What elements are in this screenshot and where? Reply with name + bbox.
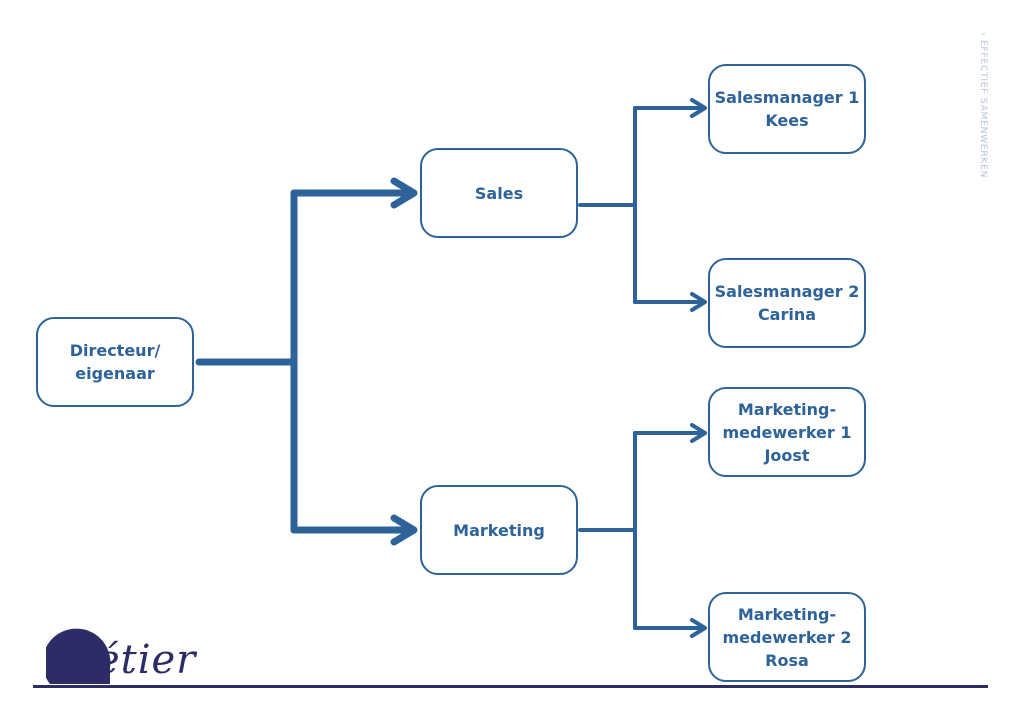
arrowhead-sales [390,177,418,209]
arrowhead-marketing [390,514,418,546]
node-marketing-line-1: Marketing [453,520,545,540]
side-label: › EFFECTIEF SAMENWERKEN [978,32,988,179]
node-director: Directeur/ eigenaar [36,317,194,407]
arrowhead-sm2 [690,292,707,312]
metier-logo-mark [46,628,111,684]
node-marketing-medewerker-2-line-3: Rosa [765,650,809,670]
metier-logo-label: Métier [54,637,197,683]
arrowhead-sm1 [690,98,707,118]
node-director-line-2: eigenaar [75,364,155,383]
node-salesmanager-1: Salesmanager 1 Kees [708,64,866,154]
node-salesmanager-1-line-2: Kees [765,111,809,130]
footer-divider [33,685,988,688]
node-marketing-medewerker-2: Marketing- medewerker 2 Rosa [708,592,866,682]
node-sales: Sales [420,148,578,238]
arrowhead-mw2 [690,618,707,638]
node-salesmanager-2-line-2: Carina [757,305,817,324]
node-marketing-medewerker-2-line-2: medewerker 2 [722,627,852,647]
node-salesmanager-2: Salesmanager 2 Carina [708,258,866,348]
node-director-line-1: Directeur/ [69,341,161,360]
node-marketing: Marketing [420,485,578,575]
metier-logo-text: Métier [54,636,196,684]
arrowhead-mw1 [690,423,707,443]
node-sales-line-1: Sales [474,183,524,203]
node-marketing-medewerker-1-line-1: Marketing- [737,399,837,419]
node-salesmanager-2-line-1: Salesmanager 2 [714,282,860,301]
node-marketing-medewerker-1: Marketing- medewerker 1 Joost [708,387,866,477]
node-marketing-medewerker-1-line-2: medewerker 1 [722,422,852,442]
node-salesmanager-1-line-1: Salesmanager 1 [714,88,860,107]
node-marketing-medewerker-2-line-1: Marketing- [737,604,837,624]
node-marketing-medewerker-1-line-3: Joost [764,445,810,465]
